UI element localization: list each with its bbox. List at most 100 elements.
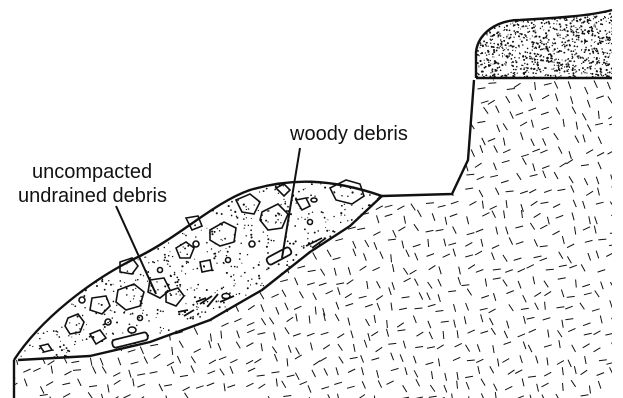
hatch-mark [364,340,367,348]
hatch-mark [581,395,589,396]
stipple-dot [175,293,177,295]
hatch-mark [267,96,275,97]
stipple-dot [561,8,562,9]
stipple-dot [344,209,345,210]
stipple-dot [267,221,268,222]
stipple-dot [600,70,601,71]
hatch-mark [415,279,419,286]
stipple-dot [106,361,107,362]
hatch-mark [520,355,522,363]
stipple-dot [345,245,347,247]
stipple-dot [13,332,15,334]
hatch-mark [558,189,566,190]
hatch-mark [87,89,94,92]
stipple-dot [13,262,15,264]
stipple-dot [168,242,169,243]
hatch-mark [540,246,548,247]
stipple-dot [552,45,553,46]
log-fragment [266,246,293,265]
stipple-dot [591,11,592,12]
stipple-dot [213,257,215,259]
stipple-dot [490,63,491,64]
hatch-mark [572,107,576,114]
hatch-mark [326,167,334,170]
hatch-mark [79,239,86,243]
hatch-mark [76,123,80,130]
stipple-dot [201,180,202,181]
stipple-dot [236,215,238,217]
stipple-dot [298,174,300,176]
clast [200,260,212,272]
stipple-dot [577,20,578,21]
stipple-dot [609,53,610,54]
stipple-dot [104,249,106,251]
stipple-dot [233,285,234,286]
stipple-dot [198,201,200,203]
hatch-mark [131,362,139,364]
hatch-mark [492,252,495,260]
stipple-dot [595,22,597,24]
hatch-mark [494,146,498,153]
stipple-dot [114,311,116,313]
stipple-dot [244,227,245,228]
stipple-dot [325,221,326,222]
stipple-dot [507,49,509,51]
hatch-mark [504,342,512,345]
hatch-mark [274,354,277,361]
stipple-dot [529,56,531,58]
stipple-dot [326,294,327,295]
stipple-dot [216,212,218,214]
hatch-mark [274,333,276,341]
hatch-mark [195,251,198,259]
hatch-mark [485,279,486,287]
hatch-mark [442,67,446,74]
stipple-dot [478,66,479,67]
stipple-dot [15,276,17,278]
stipple-dot [113,259,114,260]
hatch-mark [365,240,369,247]
stipple-dot [101,304,103,306]
stipple-dot [475,27,476,28]
stipple-dot [335,357,337,359]
stipple-dot [514,13,515,14]
stipple-dot [73,304,74,305]
stipple-dot [105,283,107,285]
hatch-mark [429,265,436,269]
stipple-dot [553,75,554,76]
stipple-dot [341,205,343,207]
stipple-dot [17,254,19,256]
stipple-dot [112,317,113,318]
hatch-mark [172,125,174,133]
stipple-dot [165,226,166,227]
stipple-dot [495,18,497,20]
stipple-dot [533,24,535,26]
hatch-mark [307,98,314,102]
stipple-dot [582,31,584,33]
stipple-dot [156,232,158,234]
stipple-dot [152,356,153,357]
hatch-mark [323,96,326,104]
stipple-dot [162,311,164,313]
stipple-dot [573,50,575,52]
stipple-dot [603,54,604,55]
stipple-dot [34,327,35,328]
stipple-dot [566,64,567,65]
hatch-mark [105,227,113,230]
stipple-dot [481,30,483,32]
stipple-dot [239,253,241,255]
stipple-dot [25,298,27,300]
stipple-dot [561,41,563,43]
stipple-dot [178,220,180,222]
hatch-mark [171,254,173,262]
hatch-mark [39,243,47,245]
stipple-dot [157,309,159,311]
hatch-mark [248,108,255,112]
stipple-dot [337,180,339,182]
stipple-dot [553,69,554,70]
stipple-dot [225,334,227,336]
hatch-mark [261,149,268,152]
hatch-mark [198,123,200,131]
stipple-dot [283,199,284,200]
stipple-dot [101,250,102,251]
stipple-dot [508,53,510,55]
